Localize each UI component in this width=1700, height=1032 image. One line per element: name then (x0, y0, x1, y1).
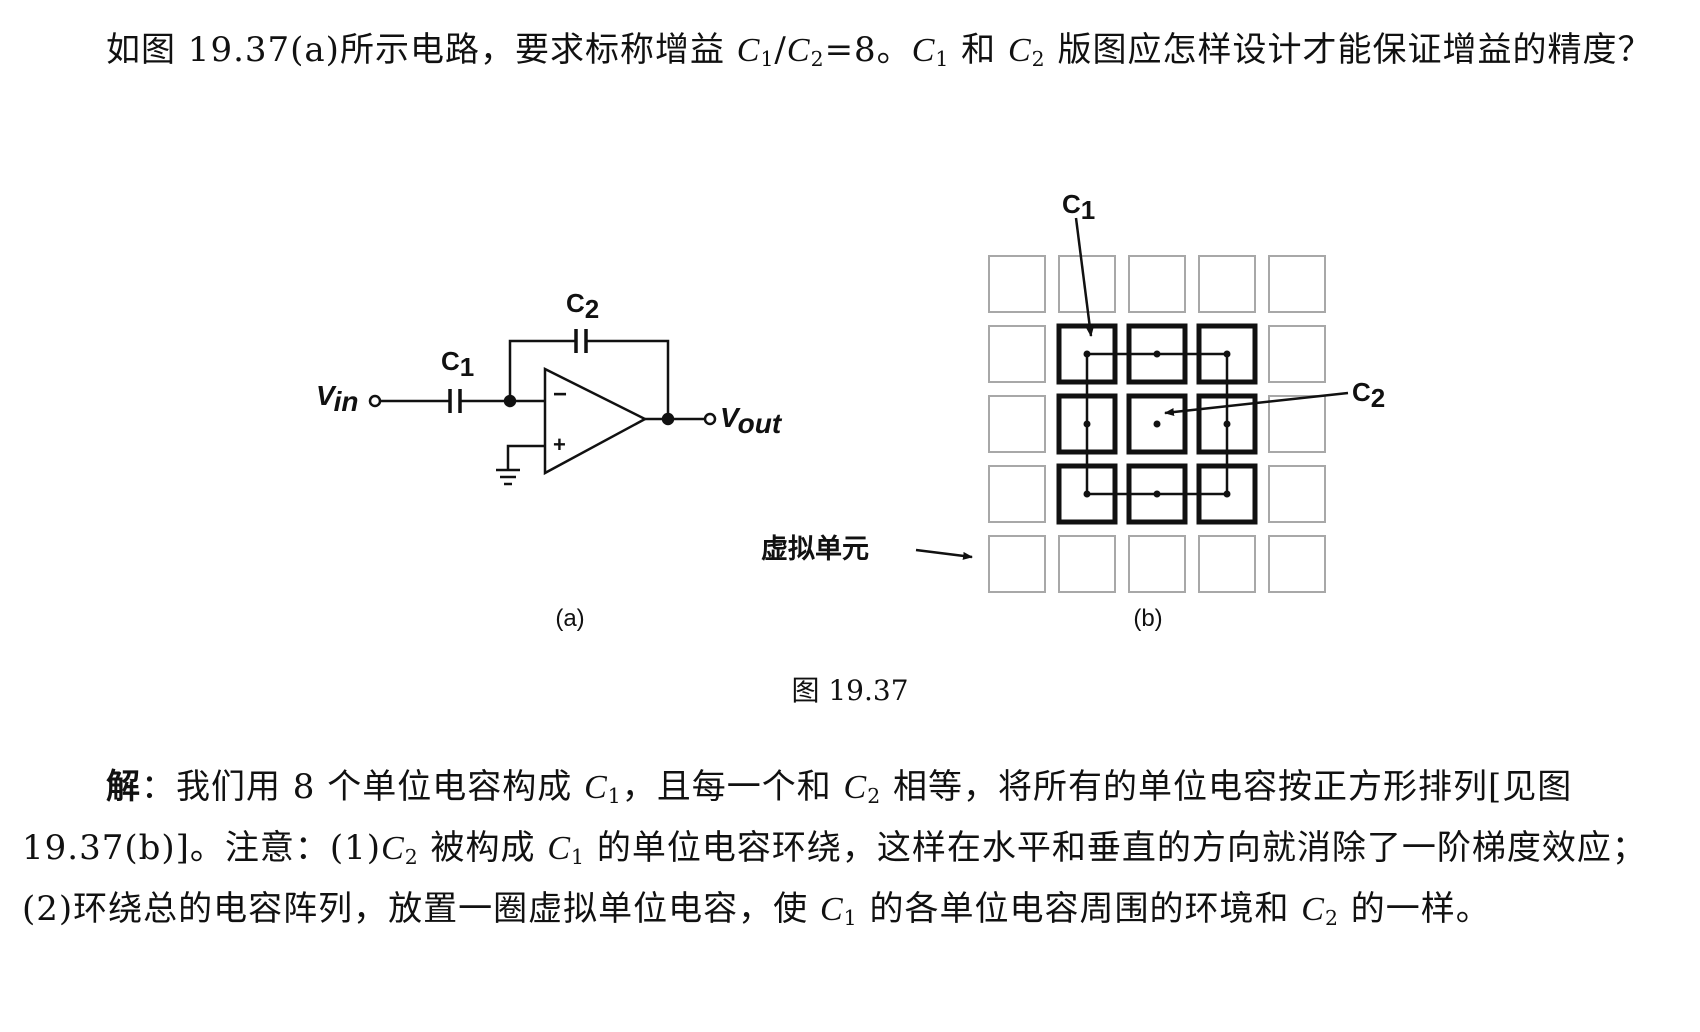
figure-caption: 图 19.37 (791, 674, 908, 707)
dummy-unit-cell (988, 325, 1046, 383)
c1-contact (1223, 350, 1231, 358)
dummy-unit-cell (988, 465, 1046, 523)
c2-arrow (1164, 391, 1349, 416)
dummy-cell-label: 虚拟单元 (761, 534, 869, 564)
dummy-unit-cell (1268, 535, 1326, 593)
dummy-unit-cell (988, 255, 1046, 313)
circuit-diagram (368, 329, 717, 486)
dummy-unit-cell (1058, 535, 1116, 593)
dummy-unit-cell (1198, 535, 1256, 593)
subfigure-a-label: (a) (555, 605, 584, 632)
plus-sign: + (553, 432, 566, 457)
layout-c1-label: C1 (1062, 189, 1095, 225)
c1-contact (1223, 490, 1231, 498)
dummy-unit-cell (1268, 465, 1326, 523)
dummy-arrow (915, 548, 973, 560)
c2-unit-cell (1126, 393, 1188, 455)
op-amp-symbol (543, 366, 648, 476)
c1-contact (1083, 490, 1091, 498)
dummy-unit-cell (988, 395, 1046, 453)
dummy-unit-cell (988, 535, 1046, 593)
c1-contact (1223, 420, 1231, 428)
c1-contact (1083, 350, 1091, 358)
answer-text: 解：我们用 8 个单位电容构成 C1，且每一个和 C2 相等，将所有的单位电容按… (22, 767, 1647, 931)
output-node (661, 412, 675, 426)
vin-label: Vin (316, 380, 359, 417)
minus-sign: − (553, 381, 567, 408)
dummy-unit-cell (1128, 535, 1186, 593)
question-text: 如图 19.37(a)所示电路，要求标称增益 C1/C2=8。C1 和 C2 版… (106, 30, 1653, 72)
dummy-unit-cell (1198, 255, 1256, 313)
dummy-unit-cell (1268, 325, 1326, 383)
vout-terminal (703, 412, 717, 426)
answer-label: 解 (106, 767, 141, 807)
dummy-unit-cell (1268, 395, 1326, 453)
vin-terminal (368, 394, 382, 408)
c2-contact (1153, 420, 1161, 428)
subfigure-b-label: (b) (1133, 605, 1162, 632)
dummy-unit-cell (1268, 255, 1326, 313)
dummy-unit-cell (1128, 255, 1186, 313)
c1-label: C1 (441, 346, 474, 382)
c1-arrow (1074, 217, 1094, 337)
figure-19-37: − + Vin Vout C1 C2 (a) C1 C2 虚拟单元 (b) 图 … (316, 189, 1385, 707)
vout-label: Vout (720, 402, 783, 439)
c1-contact (1153, 490, 1161, 498)
layout-c2-label: C2 (1352, 377, 1385, 413)
c1-contact (1083, 420, 1091, 428)
capacitor-array-layout (988, 255, 1326, 593)
c2-label: C2 (566, 288, 599, 324)
c1-contact (1153, 350, 1161, 358)
